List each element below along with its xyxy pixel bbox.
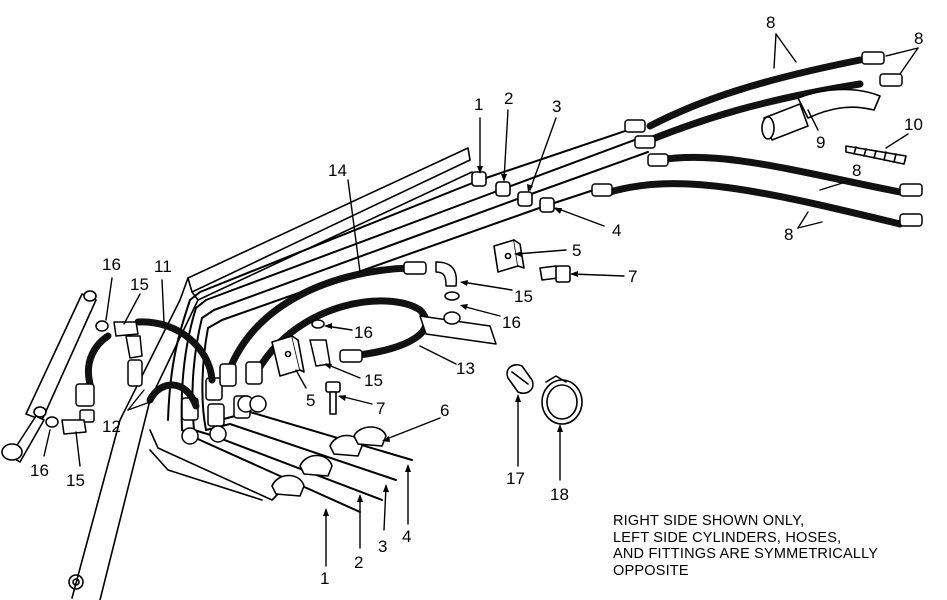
callout-5-right: 5	[572, 241, 581, 260]
callout-8-top-right: 8	[914, 29, 923, 48]
callout-15-center: 15	[364, 371, 383, 390]
callout-5-center: 5	[306, 391, 315, 410]
callout-4-bottom: 4	[402, 527, 411, 546]
callout-10: 10	[904, 115, 923, 134]
steel-tube-bundle	[167, 125, 649, 431]
callout-6: 6	[440, 401, 449, 420]
hose-guard-9	[761, 88, 881, 141]
note-line-4: OPPOSITE	[613, 562, 689, 579]
callout-7-right: 7	[628, 267, 637, 286]
bolt-7-center	[325, 381, 341, 415]
callout-16-left: 16	[102, 255, 121, 274]
callout-11: 11	[154, 257, 172, 276]
hose-end-fittings	[591, 51, 923, 227]
callout-3-top: 3	[552, 97, 561, 116]
callout-14: 14	[328, 161, 347, 180]
callout-8-top-left: 8	[766, 13, 775, 32]
tube-clamps-6	[271, 426, 387, 497]
note-line-1: RIGHT SIDE SHOWN ONLY,	[613, 513, 805, 529]
callout-15-bottom: 15	[66, 471, 85, 490]
callout-18: 18	[550, 485, 569, 504]
bolt-7-upper	[539, 265, 571, 283]
hose-clip-17	[506, 363, 534, 395]
leader-lines	[43, 33, 919, 567]
callout-15-left: 15	[130, 275, 149, 294]
central-fittings	[309, 261, 497, 367]
callout-4-right: 4	[612, 221, 621, 240]
callout-16-mid: 16	[502, 313, 521, 332]
callout-15-mid: 15	[514, 287, 533, 306]
hose-wrap-10	[845, 145, 907, 165]
note-line-2: LEFT SIDE CYLINDERS, HOSES,	[613, 529, 842, 546]
callout-2-bottom: 2	[354, 553, 363, 572]
tube-end-fittings	[471, 171, 555, 213]
cylinder-fittings	[45, 320, 143, 435]
callout-16-center: 16	[354, 323, 373, 342]
leader-arrowheads	[323, 166, 578, 516]
callout-8-mid-right: 8	[852, 161, 861, 180]
cylinder-hoses	[85, 318, 216, 410]
callout-8-bottom-left: 8	[784, 225, 793, 244]
callout-1-bottom: 1	[320, 569, 329, 588]
callout-17: 17	[506, 469, 525, 488]
callout-13: 13	[456, 359, 475, 378]
callout-16-bottom: 16	[30, 461, 49, 480]
callout-labels: 1 2 3 4 5 7 8 8 8 8 9 10 14 15 16 16 11 …	[30, 13, 923, 588]
callout-9: 9	[816, 133, 825, 152]
hose-clamp-18	[541, 375, 583, 425]
callout-3-bottom: 3	[378, 537, 387, 556]
valve-fittings	[181, 361, 267, 445]
hoses-8	[606, 56, 904, 228]
callout-12: 12	[102, 417, 121, 436]
callout-1-top: 1	[474, 95, 483, 114]
note-line-3: AND FITTINGS ARE SYMMETRICALLY	[613, 546, 879, 562]
lift-cylinder	[1, 290, 97, 463]
symmetry-note: RIGHT SIDE SHOWN ONLY, LEFT SIDE CYLINDE…	[613, 513, 933, 579]
callout-7-center: 7	[376, 399, 385, 418]
central-hoses	[222, 264, 430, 384]
clamp-block-5-center	[271, 335, 305, 377]
callout-2-top: 2	[504, 89, 513, 108]
